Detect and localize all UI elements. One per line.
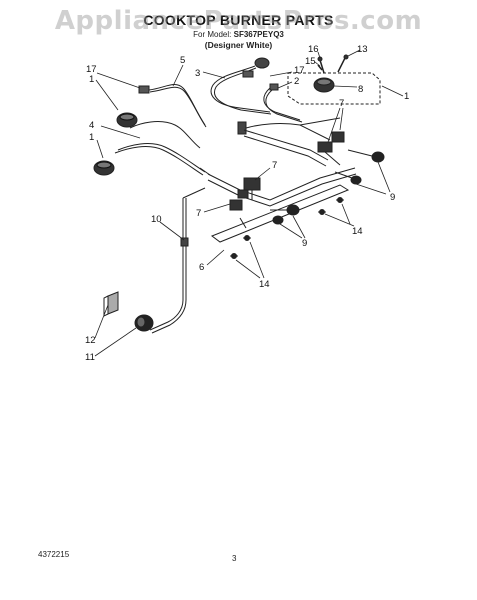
leader-lines — [94, 49, 404, 357]
callout-6: 6 — [199, 262, 204, 273]
callout-12: 12 — [85, 335, 96, 346]
electrode-3 — [210, 57, 272, 115]
callout-1-left: 1 — [89, 132, 94, 143]
callout-8: 8 — [358, 84, 363, 95]
model-line: For Model: SF367PEYQ3 — [0, 30, 477, 39]
electrode-2 — [263, 83, 303, 123]
callout-4: 4 — [89, 120, 94, 131]
callout-3: 3 — [195, 68, 200, 79]
callout-labels: 17 1 5 3 17 2 16 15 13 8 1 4 1 7 7 7 9 9… — [85, 44, 409, 363]
callout-1-right: 1 — [404, 91, 409, 102]
burner-11 — [134, 314, 154, 332]
callout-14-right: 14 — [352, 226, 363, 237]
callout-10: 10 — [151, 214, 162, 225]
valve-knob-9-lower — [270, 204, 300, 225]
callout-1-top: 1 — [89, 74, 94, 85]
callout-11: 11 — [85, 352, 95, 363]
electrode-wire-4 — [114, 121, 206, 176]
manifold-bar-6 — [210, 184, 350, 243]
model-label: For Model: — [193, 30, 232, 39]
part-13-screw — [337, 54, 349, 73]
electrode-17b — [242, 70, 254, 78]
part-8-ignitor — [313, 77, 335, 93]
electrode-wire-5 — [138, 84, 207, 128]
bracket-12 — [103, 291, 119, 317]
page-number: 3 — [232, 554, 237, 563]
callout-7-middle: 7 — [272, 160, 277, 171]
part-15 — [317, 64, 323, 71]
main-manifold — [199, 167, 357, 207]
valve-7-left — [229, 199, 243, 211]
burner-left — [93, 160, 115, 176]
callout-17-center: 17 — [294, 65, 305, 76]
valve-cluster-7 — [317, 131, 345, 166]
valve-7-middle — [237, 177, 261, 200]
callout-13: 13 — [357, 44, 368, 55]
callout-9-lower: 9 — [302, 238, 307, 249]
burner-top-left — [116, 112, 138, 128]
callout-7-upper: 7 — [339, 98, 344, 109]
manifold-tube-upper — [237, 117, 341, 167]
callout-15: 15 — [305, 56, 316, 67]
model-variant: (Designer White) — [204, 40, 273, 50]
callout-14-lower: 14 — [259, 279, 270, 290]
callout-5: 5 — [180, 55, 185, 66]
callout-17-left: 17 — [86, 64, 97, 75]
callout-16: 16 — [308, 44, 319, 55]
supply-tube-10 — [149, 187, 206, 334]
screws-14 — [230, 197, 344, 259]
model-number: SF367PEYQ3 — [233, 30, 284, 39]
subassembly-outline — [287, 72, 381, 105]
callout-2: 2 — [294, 76, 299, 87]
callout-7-lower: 7 — [196, 208, 201, 219]
footer-part-code: 4372215 — [38, 550, 70, 559]
valve-knob-9-upper — [334, 149, 385, 185]
diagram-title: COOKTOP BURNER PARTS — [143, 12, 334, 28]
callout-9-right: 9 — [390, 192, 395, 203]
